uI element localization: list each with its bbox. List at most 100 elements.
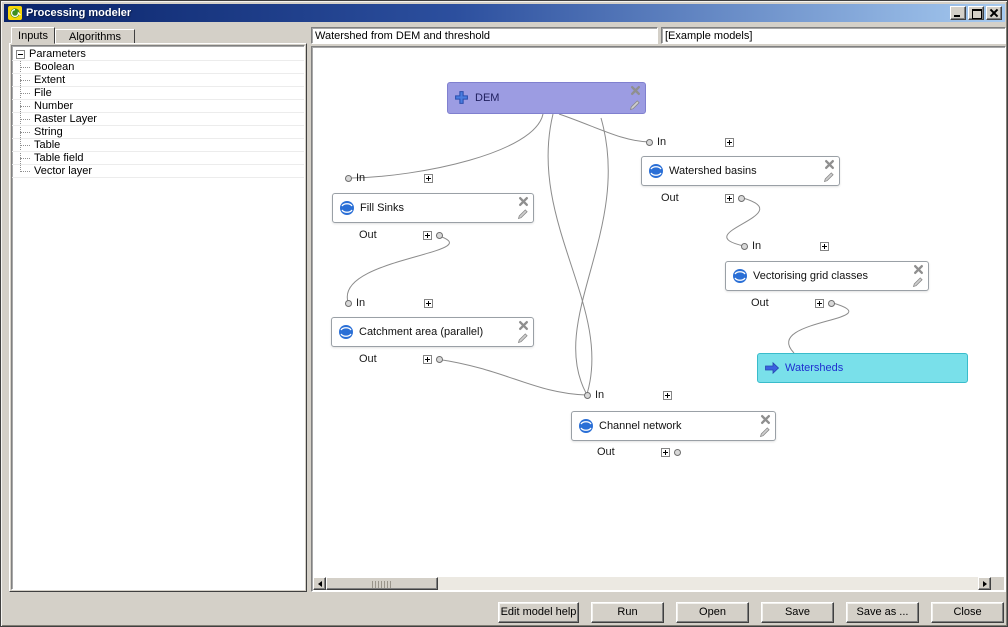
tree-item-table-field[interactable]: Table field (12, 152, 304, 165)
save-button[interactable]: Save (761, 602, 834, 623)
edit-icon[interactable] (517, 332, 529, 344)
expand-icon[interactable] (422, 354, 432, 364)
tree-item-file[interactable]: File (12, 87, 304, 100)
edit-icon[interactable] (517, 208, 529, 220)
tab-algorithms[interactable]: Algorithms (55, 29, 135, 44)
port-in-watershed-basins: In (646, 136, 735, 148)
scroll-left-icon[interactable] (313, 577, 326, 590)
expand-icon[interactable] (663, 390, 673, 400)
tree-guide-line (20, 60, 21, 172)
expand-icon[interactable] (814, 298, 824, 308)
expand-icon[interactable] (422, 230, 432, 240)
node-channel-network[interactable]: Channel network (571, 411, 776, 441)
port-out-vectorising: Out (751, 297, 835, 309)
inputs-pane: Parameters Boolean Extent File Number Ra… (9, 43, 307, 592)
tree-item-label: File (34, 87, 52, 99)
tree-item-label: Extent (34, 74, 66, 86)
horizontal-scroll-thumb[interactable] (326, 577, 438, 590)
delete-icon[interactable] (913, 264, 924, 275)
expand-icon[interactable] (724, 193, 734, 203)
delete-icon[interactable] (518, 196, 529, 207)
port-in-fill-sinks: In (345, 172, 434, 184)
tree-item-extent[interactable]: Extent (12, 74, 304, 87)
expand-icon[interactable] (424, 173, 434, 183)
delete-icon[interactable] (518, 320, 529, 331)
node-watersheds-output[interactable]: Watersheds (757, 353, 968, 383)
tree-item-table[interactable]: Table (12, 139, 304, 152)
port-in-channel-network: In (584, 389, 673, 401)
edit-icon[interactable] (629, 99, 641, 111)
edit-model-help-button[interactable]: Edit model help (498, 602, 579, 623)
close-icon[interactable] (986, 6, 1002, 20)
node-label: Watershed basins (669, 165, 757, 177)
edit-icon[interactable] (823, 171, 835, 183)
node-dem[interactable]: DEM (447, 82, 646, 114)
node-label: Watersheds (785, 362, 844, 374)
tab-inputs[interactable]: Inputs (11, 27, 55, 44)
node-vectorising-grid-classes[interactable]: Vectorising grid classes (725, 261, 929, 291)
node-label: Fill Sinks (360, 202, 405, 214)
saga-globe-icon (338, 324, 354, 340)
titlebar[interactable]: Processing modeler (4, 4, 1005, 22)
delete-icon[interactable] (630, 85, 641, 96)
expand-icon[interactable] (424, 298, 434, 308)
arrow-right-icon (764, 360, 780, 376)
port-label: In (657, 136, 667, 148)
close-button[interactable]: Close (931, 602, 1004, 623)
port-out-catchment-area: Out (359, 353, 443, 365)
port-dot (345, 299, 352, 307)
tree-root-parameters[interactable]: Parameters (12, 48, 304, 61)
parameters-tree[interactable]: Parameters Boolean Extent File Number Ra… (11, 45, 305, 590)
qgis-logo-icon (8, 6, 22, 20)
delete-icon[interactable] (824, 159, 835, 170)
port-label: Out (359, 353, 377, 365)
node-catchment-area[interactable]: Catchment area (parallel) (331, 317, 534, 347)
port-dot (737, 194, 745, 202)
tree-item-label: Number (34, 100, 74, 112)
window-title: Processing modeler (26, 7, 132, 19)
minimize-icon[interactable] (950, 6, 966, 20)
port-in-vectorising: In (741, 240, 830, 252)
saga-globe-icon (578, 418, 594, 434)
port-label: Out (359, 229, 377, 241)
horizontal-scrollbar[interactable] (313, 577, 991, 590)
model-group-input[interactable] (661, 27, 1006, 44)
tree-item-label: Table field (34, 152, 84, 164)
run-button[interactable]: Run (591, 602, 664, 623)
tree-item-raster-layer[interactable]: Raster Layer (12, 113, 304, 126)
collapse-icon[interactable] (16, 49, 25, 59)
save-as-button[interactable]: Save as ... (846, 602, 919, 623)
port-dot (584, 391, 591, 399)
model-name-input[interactable] (311, 27, 658, 44)
port-label: Out (597, 446, 615, 458)
node-label: DEM (475, 92, 500, 104)
saga-globe-icon (648, 163, 664, 179)
port-dot (741, 242, 748, 250)
node-label: Catchment area (parallel) (359, 326, 484, 338)
tree-item-string[interactable]: String (12, 126, 304, 139)
node-fill-sinks[interactable]: Fill Sinks (332, 193, 534, 223)
open-button[interactable]: Open (676, 602, 749, 623)
tree-item-boolean[interactable]: Boolean (12, 61, 304, 74)
expand-icon[interactable] (660, 447, 670, 457)
port-out-fill-sinks: Out (359, 229, 443, 241)
tree-item-label: Boolean (34, 61, 75, 73)
port-dot (435, 231, 443, 239)
node-watershed-basins[interactable]: Watershed basins (641, 156, 840, 186)
port-label: Out (751, 297, 769, 309)
tree-item-label: Vector layer (34, 165, 93, 177)
maximize-icon[interactable] (968, 6, 984, 20)
scroll-right-icon[interactable] (978, 577, 991, 590)
delete-icon[interactable] (760, 414, 771, 425)
tree-item-number[interactable]: Number (12, 100, 304, 113)
expand-icon[interactable] (820, 241, 830, 251)
node-label: Vectorising grid classes (753, 270, 868, 282)
port-out-watershed-basins: Out (661, 192, 745, 204)
tree-item-vector-layer[interactable]: Vector layer (12, 165, 304, 178)
edit-icon[interactable] (759, 426, 771, 438)
port-dot (646, 138, 653, 146)
edit-icon[interactable] (912, 276, 924, 288)
tree-item-label: String (34, 126, 63, 138)
expand-icon[interactable] (725, 137, 735, 147)
